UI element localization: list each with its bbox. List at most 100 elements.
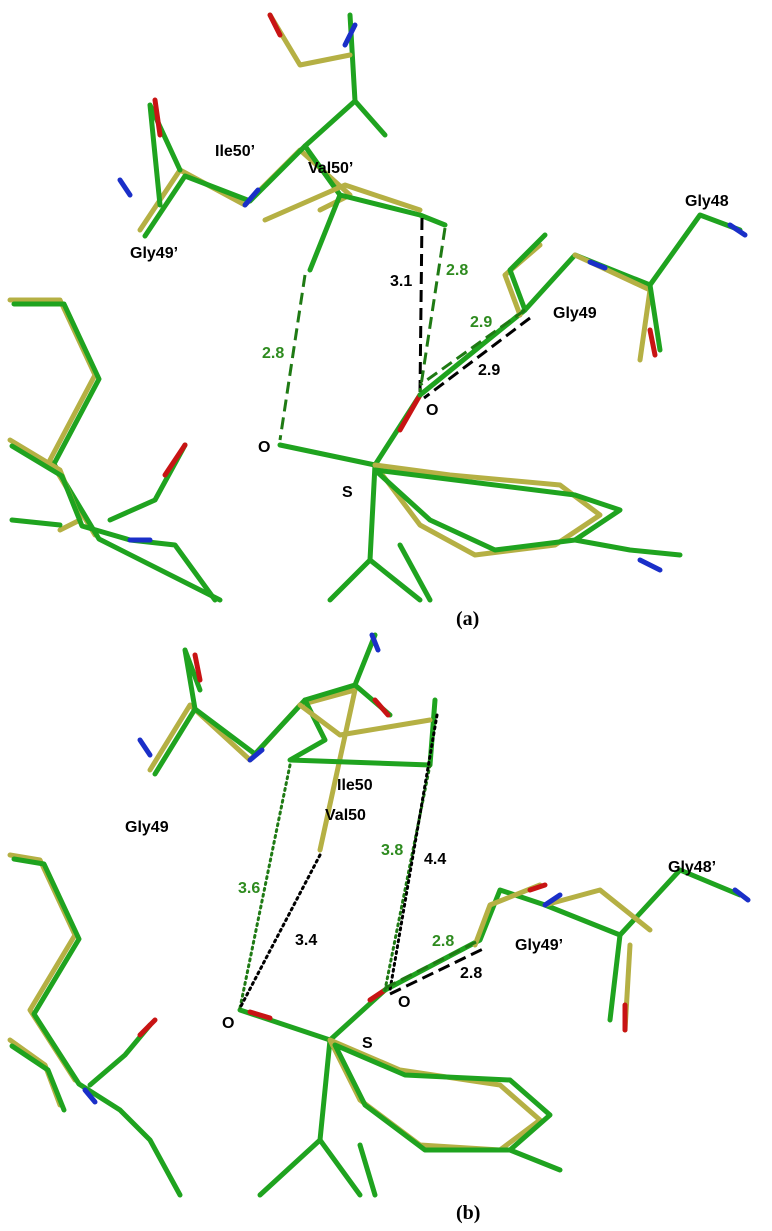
label-o-right-a: O: [426, 402, 438, 419]
panel-a-hbonds: [278, 217, 531, 441]
label-ile50p: Ile50’: [215, 143, 255, 160]
sidechain-top-green: [352, 98, 388, 138]
s-n-b-green: [257, 1037, 333, 1198]
panel-b-hbonds: [238, 713, 486, 1010]
backbone-b-top-yellow: [147, 687, 358, 853]
nitrogen-ile50p-a: [242, 187, 261, 208]
ile-sidechain-yellow: [262, 182, 423, 223]
distance-b-black-mid: 4.4: [424, 851, 446, 868]
s-n-b-branch: [317, 1137, 363, 1198]
backbone-left-green: [11, 301, 223, 603]
oxygen-gly48-a: [647, 327, 658, 358]
hbond-a-green-right: [419, 308, 526, 387]
nitrogen-b-gly49p: [542, 892, 563, 908]
label-s-b: S: [362, 1035, 373, 1052]
nitrogen-b-top: [369, 632, 381, 653]
nitrogen-gly49p-a: [117, 177, 133, 198]
distance-a-black-mid: 3.1: [390, 273, 412, 290]
distance-a-black-right: 2.9: [478, 362, 500, 379]
hbond-a-black-mid: [418, 217, 424, 393]
panel-b-labels: Ile50 Val50 Gly49 Gly48’ Gly49’ O O S 3.…: [125, 777, 716, 1224]
gly48p-b-green: [607, 932, 623, 1023]
nitrogen-b-gly49: [137, 737, 153, 758]
label-gly48: Gly48: [685, 193, 729, 210]
hbond-b-black-left: [238, 853, 322, 1010]
panel-a-structure: [7, 12, 748, 603]
gly49p-b-yellow: [472, 882, 543, 948]
label-gly48p: Gly48’: [668, 859, 716, 876]
ring-substituent-green: [572, 537, 683, 558]
nitrogen-gly48-a: [727, 222, 748, 238]
nitrogen-b-ile50: [247, 747, 265, 763]
sidechain-left-green: [9, 443, 218, 603]
distance-a-green-right: 2.9: [470, 314, 492, 331]
nitrogen-gly49-a: [587, 259, 608, 271]
oxygen-b-left: [137, 1017, 158, 1038]
hbond-b-black-mid: [388, 713, 439, 992]
sidechain-b-left-green: [9, 1043, 67, 1113]
distance-a-green-left: 2.8: [262, 345, 284, 362]
backbone-b-left-green: [11, 856, 183, 1198]
hbond-a-green-mid: [418, 227, 447, 393]
gly49p-carbonyl-green: [147, 102, 183, 208]
carbonyl-top-yellow: [267, 12, 353, 68]
hbond-a-black-right: [423, 316, 531, 400]
backbone-b-top-green: [152, 632, 378, 777]
label-o-right-b: O: [398, 994, 410, 1011]
left-stub-green: [9, 517, 63, 528]
val-methyl-green: [307, 192, 343, 273]
nitrogen-b-gly48p: [732, 887, 751, 903]
gly49-carbonyl-green: [507, 232, 548, 313]
val-sidechain-green: [302, 143, 448, 228]
label-gly49: Gly49: [553, 305, 597, 322]
lower-b-stub: [357, 1142, 378, 1198]
label-s-a: S: [342, 484, 353, 501]
distance-b-green-mid: 3.8: [381, 842, 403, 859]
label-gly49p: Gly49’: [130, 245, 178, 262]
nitrogen-ring-a: [637, 557, 663, 573]
ring-yellow: [372, 462, 603, 558]
oxygen-b-sulfonyl-right: [367, 987, 388, 1003]
ring-green: [372, 467, 623, 553]
oxygen-sulfonyl-a: [397, 392, 423, 433]
backbone-left-yellow: [7, 297, 98, 538]
oxygen-b-gly49p: [527, 882, 548, 893]
oxygen-b-gly49: [192, 652, 203, 683]
label-gly49p: Gly49’: [515, 937, 563, 954]
label-gly49: Gly49: [125, 819, 169, 836]
lower-stub-green: [397, 542, 433, 603]
oxygen-b-top: [372, 697, 391, 718]
hbond-a-green-left: [278, 274, 307, 441]
panel-b-structure: [7, 632, 751, 1198]
distance-a-green-mid: 2.8: [446, 262, 468, 279]
ile50-b-yellow: [297, 702, 433, 738]
s-n-branch-green: [367, 557, 423, 603]
label-o-left-b: O: [222, 1015, 234, 1032]
left-branch-green: [107, 442, 188, 523]
nitrogen-b-left: [82, 1087, 98, 1105]
oxygen-gly49p-a: [152, 97, 163, 138]
distance-b-green-left: 3.6: [238, 880, 260, 897]
gly48p-b-yellow: [542, 887, 653, 933]
oxygen-left-a: [162, 442, 188, 478]
label-o-left-a: O: [258, 439, 270, 456]
gly48-green: [647, 282, 663, 353]
distance-b-black-right: 2.8: [460, 965, 482, 982]
hbond-b-green-left: [238, 763, 292, 1010]
ring-b-substituent: [507, 1147, 563, 1173]
panel-a-labels: Ile50’ Val50’ Gly49’ Gly48 Gly49 O O S 2…: [130, 143, 729, 630]
distance-b-green-right: 2.8: [432, 933, 454, 950]
distance-b-black-left: 3.4: [295, 932, 317, 949]
backbone-top-green: [142, 12, 358, 239]
panel-a-caption: (a): [456, 608, 479, 630]
oxygen-top-a: [267, 12, 283, 38]
backbone-b-right-green: [382, 867, 743, 993]
label-val50: Val50: [325, 807, 366, 824]
gly49-b-carbonyl-green: [182, 647, 203, 712]
label-val50p: Val50’: [308, 160, 353, 177]
nitrogen-top-a: [342, 22, 358, 48]
label-ile50: Ile50: [337, 777, 373, 794]
oxygen-b-sulfonyl-left: [247, 1009, 273, 1021]
panel-b-caption: (b): [456, 1202, 480, 1224]
